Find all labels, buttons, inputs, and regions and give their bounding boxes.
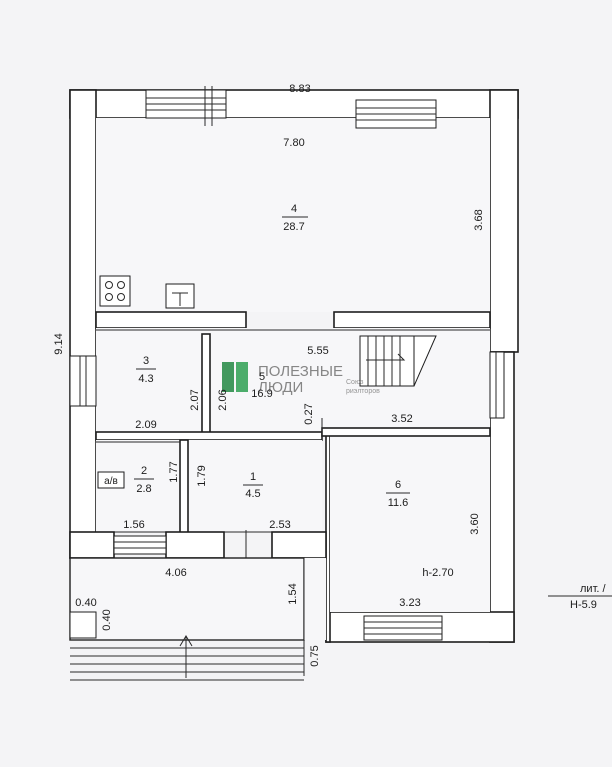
watermark-line2: ЛЮДИ [258,379,303,396]
dim-040-h: 0.40 [75,597,96,609]
room-1-number: 1 [250,471,256,483]
terrace [69,557,326,681]
window-top-right [355,99,437,129]
sink-icon [165,283,195,309]
window-right [489,351,505,419]
stove-icon [99,275,131,307]
total-height-label: Н-5.9 [570,599,597,611]
room-4-number: 4 [291,203,297,215]
watermark-sub1: Союз [346,379,363,386]
dim-555: 5.55 [307,345,328,357]
bath-label: а/в [104,476,118,487]
room-5-area: 16.9 [251,388,272,400]
dim-206: 2.06 [217,389,229,410]
dim-209: 2.09 [135,419,156,431]
dim-253: 2.53 [269,519,290,531]
dim-154: 1.54 [287,583,299,604]
dim-352: 3.52 [391,413,412,425]
dim-368: 3.68 [473,209,485,230]
window-top-left [145,89,227,119]
room-2-number: 2 [141,465,147,477]
watermark-line1: ПОЛЕЗНЫЕ [258,363,343,380]
dim-207: 2.07 [189,389,201,410]
lit-label: лит. / [580,583,606,595]
dim-overall-width: 8.83 [289,83,310,95]
dim-040-v: 0.40 [101,609,113,630]
room-3-area: 4.3 [138,373,153,385]
dim-overall-height: 9.14 [53,333,65,354]
window-lower-left [113,535,167,555]
staircase [359,335,437,387]
room-4-area: 28.7 [283,221,304,233]
dim-027: 0.27 [303,403,315,424]
dim-075: 0.75 [309,645,321,666]
room-3-number: 3 [143,355,149,367]
room-5-number: 5 [259,371,265,383]
window-left [69,355,97,407]
dim-780: 7.80 [283,137,304,149]
room-1-area: 4.5 [245,488,260,500]
dim-406: 4.06 [165,567,186,579]
watermark-logo: ПОЛЕЗНЫЕ ЛЮДИ Союз риэлторов [222,362,380,396]
window-bottom-right [363,615,443,641]
dim-177: 1.77 [168,461,180,482]
room-6-area: 11.6 [388,497,409,509]
room-2-area: 2.8 [136,483,151,495]
ceiling-height: h-2.70 [422,567,453,579]
watermark-sub2: риэлторов [346,388,380,395]
bath-tag [97,471,125,489]
dim-323: 3.23 [399,597,420,609]
room-6-number: 6 [395,479,401,491]
dim-360: 3.60 [469,513,481,534]
dim-179: 1.79 [196,465,208,486]
labels: 8.83 9.14 7.80 3.68 4 28.7 3 4.3 5.55 5 … [53,83,606,667]
dim-156: 1.56 [123,519,144,531]
